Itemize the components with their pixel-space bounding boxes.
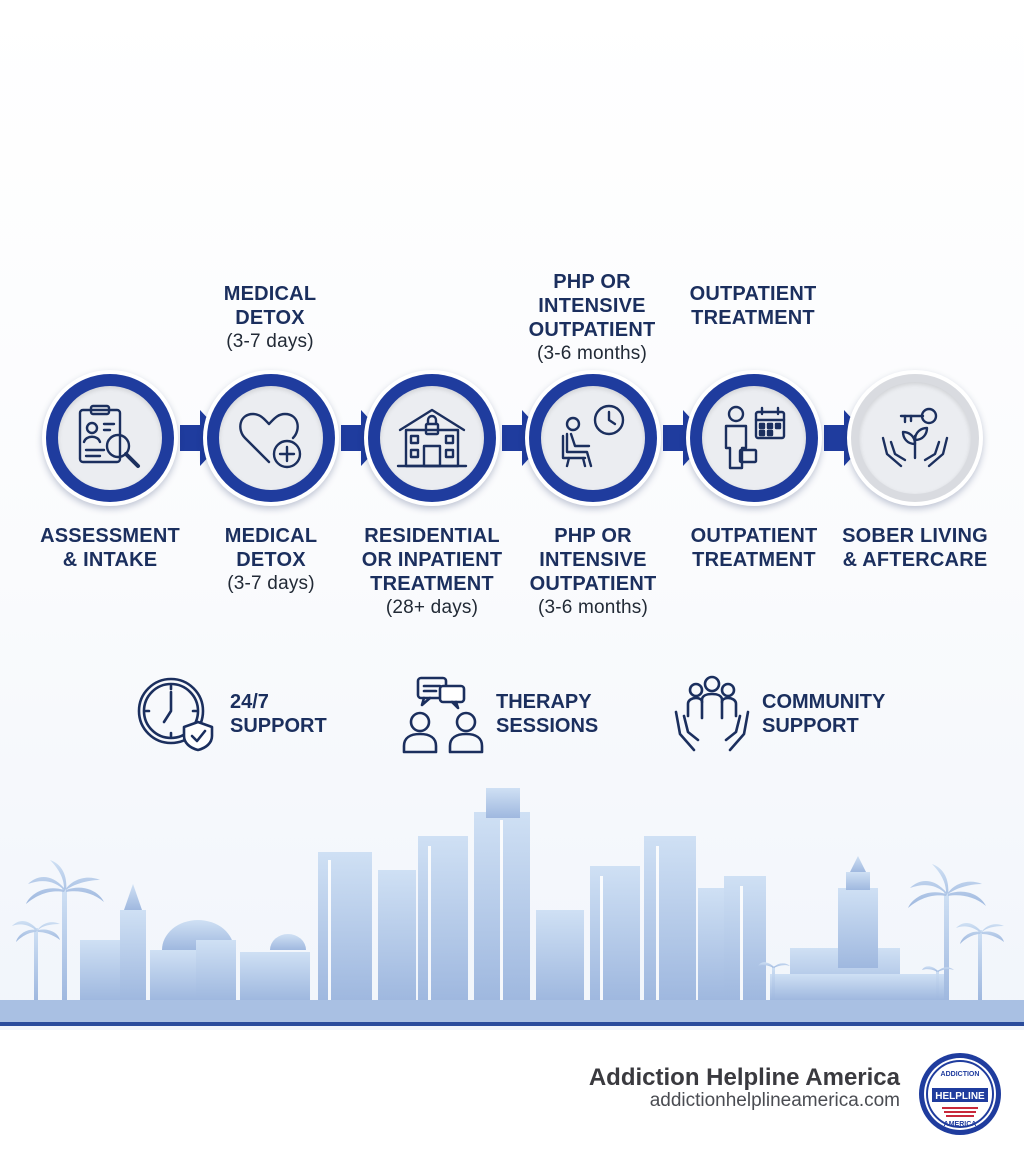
support-24-7-label: 24/7 SUPPORT bbox=[230, 691, 327, 737]
svg-text:AMERICA: AMERICA bbox=[944, 1121, 977, 1128]
key-hands-icon bbox=[881, 407, 949, 468]
clipboard-search-icon bbox=[78, 404, 140, 468]
top-label-outpatient: OUTPATIENT TREATMENT bbox=[689, 283, 817, 329]
facility-building-icon bbox=[396, 408, 468, 468]
top-label-medical-detox: MEDICAL DETOX (3-7 days) bbox=[223, 283, 317, 352]
step-label-outpatient: OUTPATIENT TREATMENT bbox=[690, 525, 818, 571]
patient-clock-icon bbox=[561, 404, 625, 468]
support-community-label: COMMUNITY SUPPORT bbox=[762, 691, 886, 737]
city-skyline-illustration bbox=[0, 788, 1024, 1026]
clock-shield-icon bbox=[137, 677, 214, 752]
step-outpatient-circle bbox=[686, 370, 822, 506]
support-therapy-label: THERAPY SESSIONS bbox=[496, 691, 599, 737]
svg-text:ADDICTION: ADDICTION bbox=[941, 1071, 980, 1078]
step-detox-circle bbox=[203, 370, 339, 506]
step-residential-circle bbox=[364, 370, 500, 506]
brand-name: Addiction Helpline America bbox=[588, 1064, 900, 1091]
heart-plus-icon bbox=[239, 412, 302, 469]
top-label-php: PHP OR INTENSIVE OUTPATIENT (3-6 months) bbox=[528, 271, 656, 364]
step-label-assessment: ASSESSMENT & INTAKE bbox=[40, 525, 180, 571]
step-label-detox: MEDICAL DETOX (3-7 days) bbox=[224, 525, 318, 594]
step-label-residential: RESIDENTIAL OR INPATIENT TREATMENT (28+ … bbox=[361, 525, 503, 618]
brand-url[interactable]: addictionhelplineamerica.com bbox=[649, 1090, 900, 1111]
person-calendar-icon bbox=[724, 405, 786, 470]
community-hands-icon bbox=[674, 675, 750, 752]
helpline-seal-logo: HELPLINE ADDICTION AMERICA bbox=[919, 1053, 1001, 1135]
chat-people-icon bbox=[402, 676, 484, 754]
step-aftercare-circle bbox=[847, 370, 983, 506]
step-php-circle bbox=[525, 370, 661, 506]
svg-text:HELPLINE: HELPLINE bbox=[935, 1091, 985, 1102]
step-assessment-circle bbox=[42, 370, 178, 506]
step-label-aftercare: SOBER LIVING & AFTERCARE bbox=[842, 525, 988, 571]
step-label-php: PHP OR INTENSIVE OUTPATIENT (3-6 months) bbox=[529, 525, 657, 618]
